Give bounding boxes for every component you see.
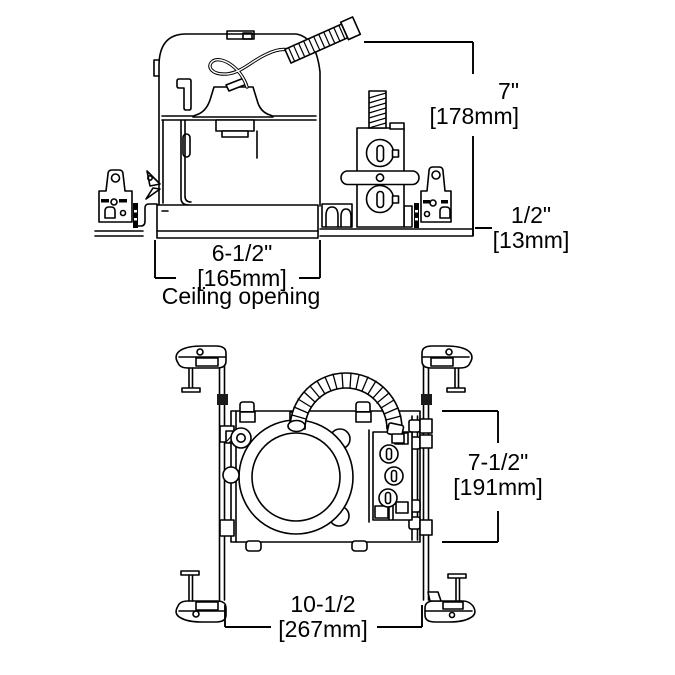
ceiling-line-right — [319, 228, 474, 237]
dim-plan-width-mm: [267mm] — [278, 616, 368, 642]
socket-support-bracket — [321, 203, 353, 228]
mounting-strip-left — [133, 203, 138, 228]
hanger-foot-top-left — [175, 345, 227, 393]
hanger-foot-top-right — [421, 345, 473, 393]
adjustment-screw — [225, 427, 252, 449]
dim-plan-height-mm: [191mm] — [453, 474, 543, 500]
trim-flange — [156, 204, 319, 239]
hanger-foot-bottom-left — [175, 570, 227, 623]
dim-label-below-ceiling: 1/2" [13mm] — [493, 203, 570, 253]
dim-label-ceiling-opening: 6-1/2" [165mm] — [197, 241, 286, 291]
dim-height-inches: 7" — [498, 78, 519, 104]
plan-view-drawing — [175, 345, 476, 623]
mounting-strip-right — [414, 203, 419, 228]
nail-plate-right — [420, 166, 452, 223]
dim-label-height: 7" [178mm] — [430, 79, 519, 129]
hanger-foot-bottom-right — [424, 573, 476, 623]
hanger-bars — [217, 361, 432, 601]
dim-below-mm: [13mm] — [492, 227, 570, 253]
dim-label-plan-height: 7-1/2" [191mm] — [453, 450, 542, 500]
dim-opening-mm: [165mm] — [197, 265, 287, 291]
plan-view-dimension-lines — [224, 410, 499, 628]
dim-bracket-ceiling-opening — [154, 240, 321, 279]
dim-below-inches: 1/2" — [510, 202, 552, 228]
junction-box-side — [340, 90, 420, 228]
supply-wire — [208, 47, 295, 89]
flex-conduit-arc — [287, 372, 405, 444]
dim-line-height — [364, 41, 492, 236]
threaded-rod — [368, 90, 387, 129]
flex-conduit — [284, 16, 362, 64]
lamp-socket — [192, 77, 274, 159]
ceiling-opening-caption: Ceiling opening — [161, 283, 321, 309]
dim-height-mm: [178mm] — [429, 103, 519, 129]
dim-bracket-plan-height — [442, 410, 499, 543]
dim-label-plan-width: 10-1/2 [267mm] — [278, 592, 367, 642]
ceiling-line-left — [94, 203, 158, 237]
side-view-dimension-lines — [154, 41, 492, 279]
nail-plate-left — [98, 169, 133, 223]
side-view-drawing — [94, 16, 474, 239]
dim-plan-height-inches: 7-1/2" — [467, 449, 529, 475]
dim-bracket-plan-width — [224, 605, 423, 628]
dim-opening-inches: 6-1/2" — [211, 240, 273, 266]
junction-box-plan — [368, 429, 413, 523]
spring-clip — [145, 170, 161, 200]
dim-plan-width-inches: 10-1/2 — [290, 591, 356, 617]
